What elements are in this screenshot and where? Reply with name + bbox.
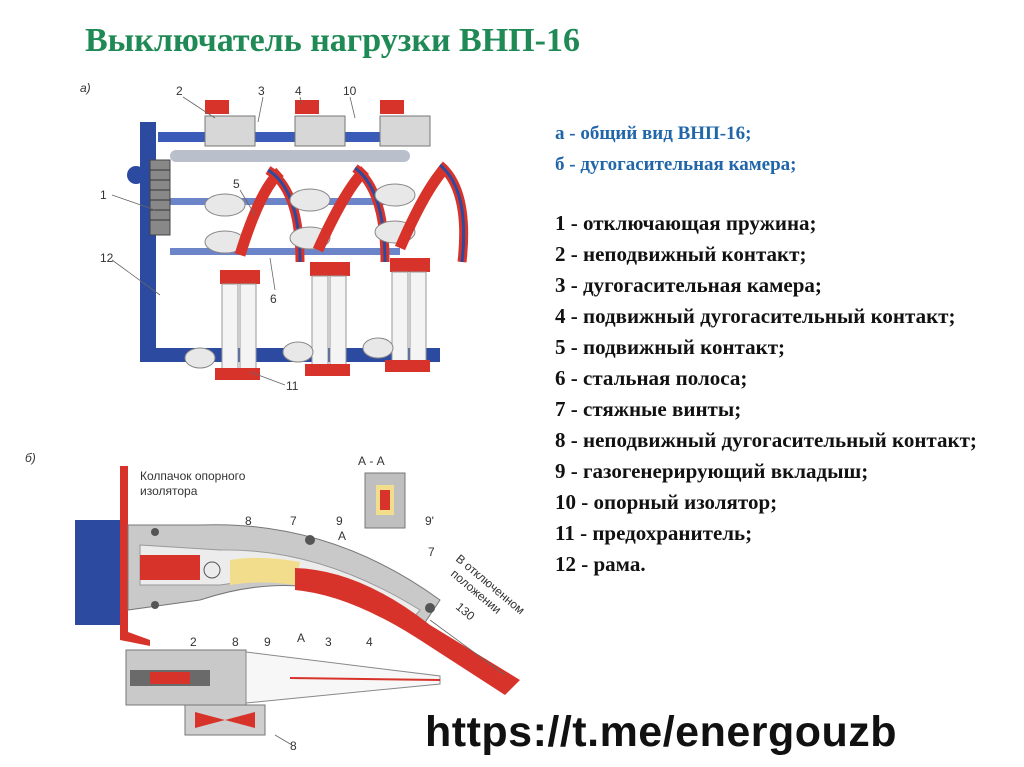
fixed-arc-contact (140, 555, 200, 580)
callout-a-10: 10 (343, 84, 357, 98)
lower-chamber-taper (245, 651, 441, 704)
legend-item-3: 3 - дугогасительная камера; (555, 273, 822, 297)
callout-b-8-detail: 8 (290, 739, 297, 753)
callout-a-5: 5 (233, 177, 240, 191)
legend-item-4: 4 - подвижный дугогасительный контакт; (555, 304, 956, 328)
legend-item-6: 6 - стальная полоса; (555, 366, 748, 390)
callout-b-8-top: 8 (245, 514, 252, 528)
gas-insert (230, 557, 300, 585)
callout-a-12: 12 (100, 251, 114, 265)
legend-header-a: а - общий вид ВНП-16; (555, 123, 752, 144)
callout-a-3: 3 (258, 84, 265, 98)
callout-b-3: 3 (325, 635, 332, 649)
legend-item-12: 12 - рама. (555, 552, 646, 576)
diagram-a: а) (80, 81, 469, 393)
callout-b-9prime: 9' (425, 514, 434, 528)
panel-label-a: а) (80, 81, 91, 95)
callout-a-4: 4 (295, 84, 302, 98)
frame-handle (127, 166, 145, 184)
pole-3 (362, 100, 469, 372)
callout-b-7-top: 7 (290, 514, 297, 528)
frame-mid-bar (170, 248, 400, 255)
legend: а - общий вид ВНП-16; б - дугогасительна… (555, 118, 1015, 580)
frame-upper-bar (170, 198, 400, 205)
callout-lines-a (111, 96, 356, 386)
callout-b-9: 9 (264, 635, 271, 649)
callout-a-2: 2 (176, 84, 183, 98)
callout-b-2: 2 (190, 635, 197, 649)
page-title: Выключатель нагрузки ВНП-16 (85, 22, 580, 59)
section-label: А - А (358, 454, 385, 468)
callout-b-8: 8 (232, 635, 239, 649)
callout-b-4: 4 (366, 635, 373, 649)
callout-a-11: 11 (286, 379, 299, 393)
legend-header-b: б - дугогасительная камера; (555, 154, 797, 175)
telegram-link[interactable]: https://t.me/energouzb (425, 708, 898, 756)
legend-item-8: 8 - неподвижный дугогасительный контакт; (555, 428, 977, 452)
callout-a-6: 6 (270, 292, 277, 306)
legend-item-9: 9 - газогенерирующий вкладыш; (555, 459, 869, 483)
tripping-spring (149, 159, 171, 236)
pole-2 (282, 100, 390, 376)
shaft (170, 150, 410, 162)
frame-top-bar (158, 132, 408, 142)
screw-2 (425, 603, 435, 613)
panel-label-b: б) (25, 451, 36, 465)
cap-label-1: Колпачок опорного (140, 469, 246, 483)
legend-item-11: 11 - предохранитель; (555, 521, 753, 545)
diagram-b: б) Колпачок опорного изолятора А - А В о… (25, 451, 528, 753)
dimension-line (429, 619, 506, 676)
cap-label-2: изолятора (140, 484, 198, 498)
legend-item-1: 1 - отключающая пружина; (555, 211, 817, 235)
insulator-cap (75, 520, 120, 625)
legend-item-10: 10 - опорный изолятор; (555, 490, 778, 514)
callout-b-7-right: 7 (428, 545, 435, 559)
legend-item-2: 2 - неподвижный контакт; (555, 242, 807, 266)
section-mark-bottom: А (297, 631, 305, 645)
moving-arc-contact (295, 568, 520, 695)
screw-circle (203, 561, 221, 579)
section-mark-top: А (338, 529, 346, 543)
callout-b-9-top: 9 (336, 514, 343, 528)
legend-item-5: 5 - подвижный контакт; (555, 335, 786, 359)
dimension-value: 130 (453, 600, 478, 624)
callout-a-1: 1 (100, 188, 107, 202)
screw-1 (305, 535, 315, 545)
legend-item-7: 7 - стяжные винты; (555, 397, 742, 421)
frame-post-left (140, 122, 156, 362)
